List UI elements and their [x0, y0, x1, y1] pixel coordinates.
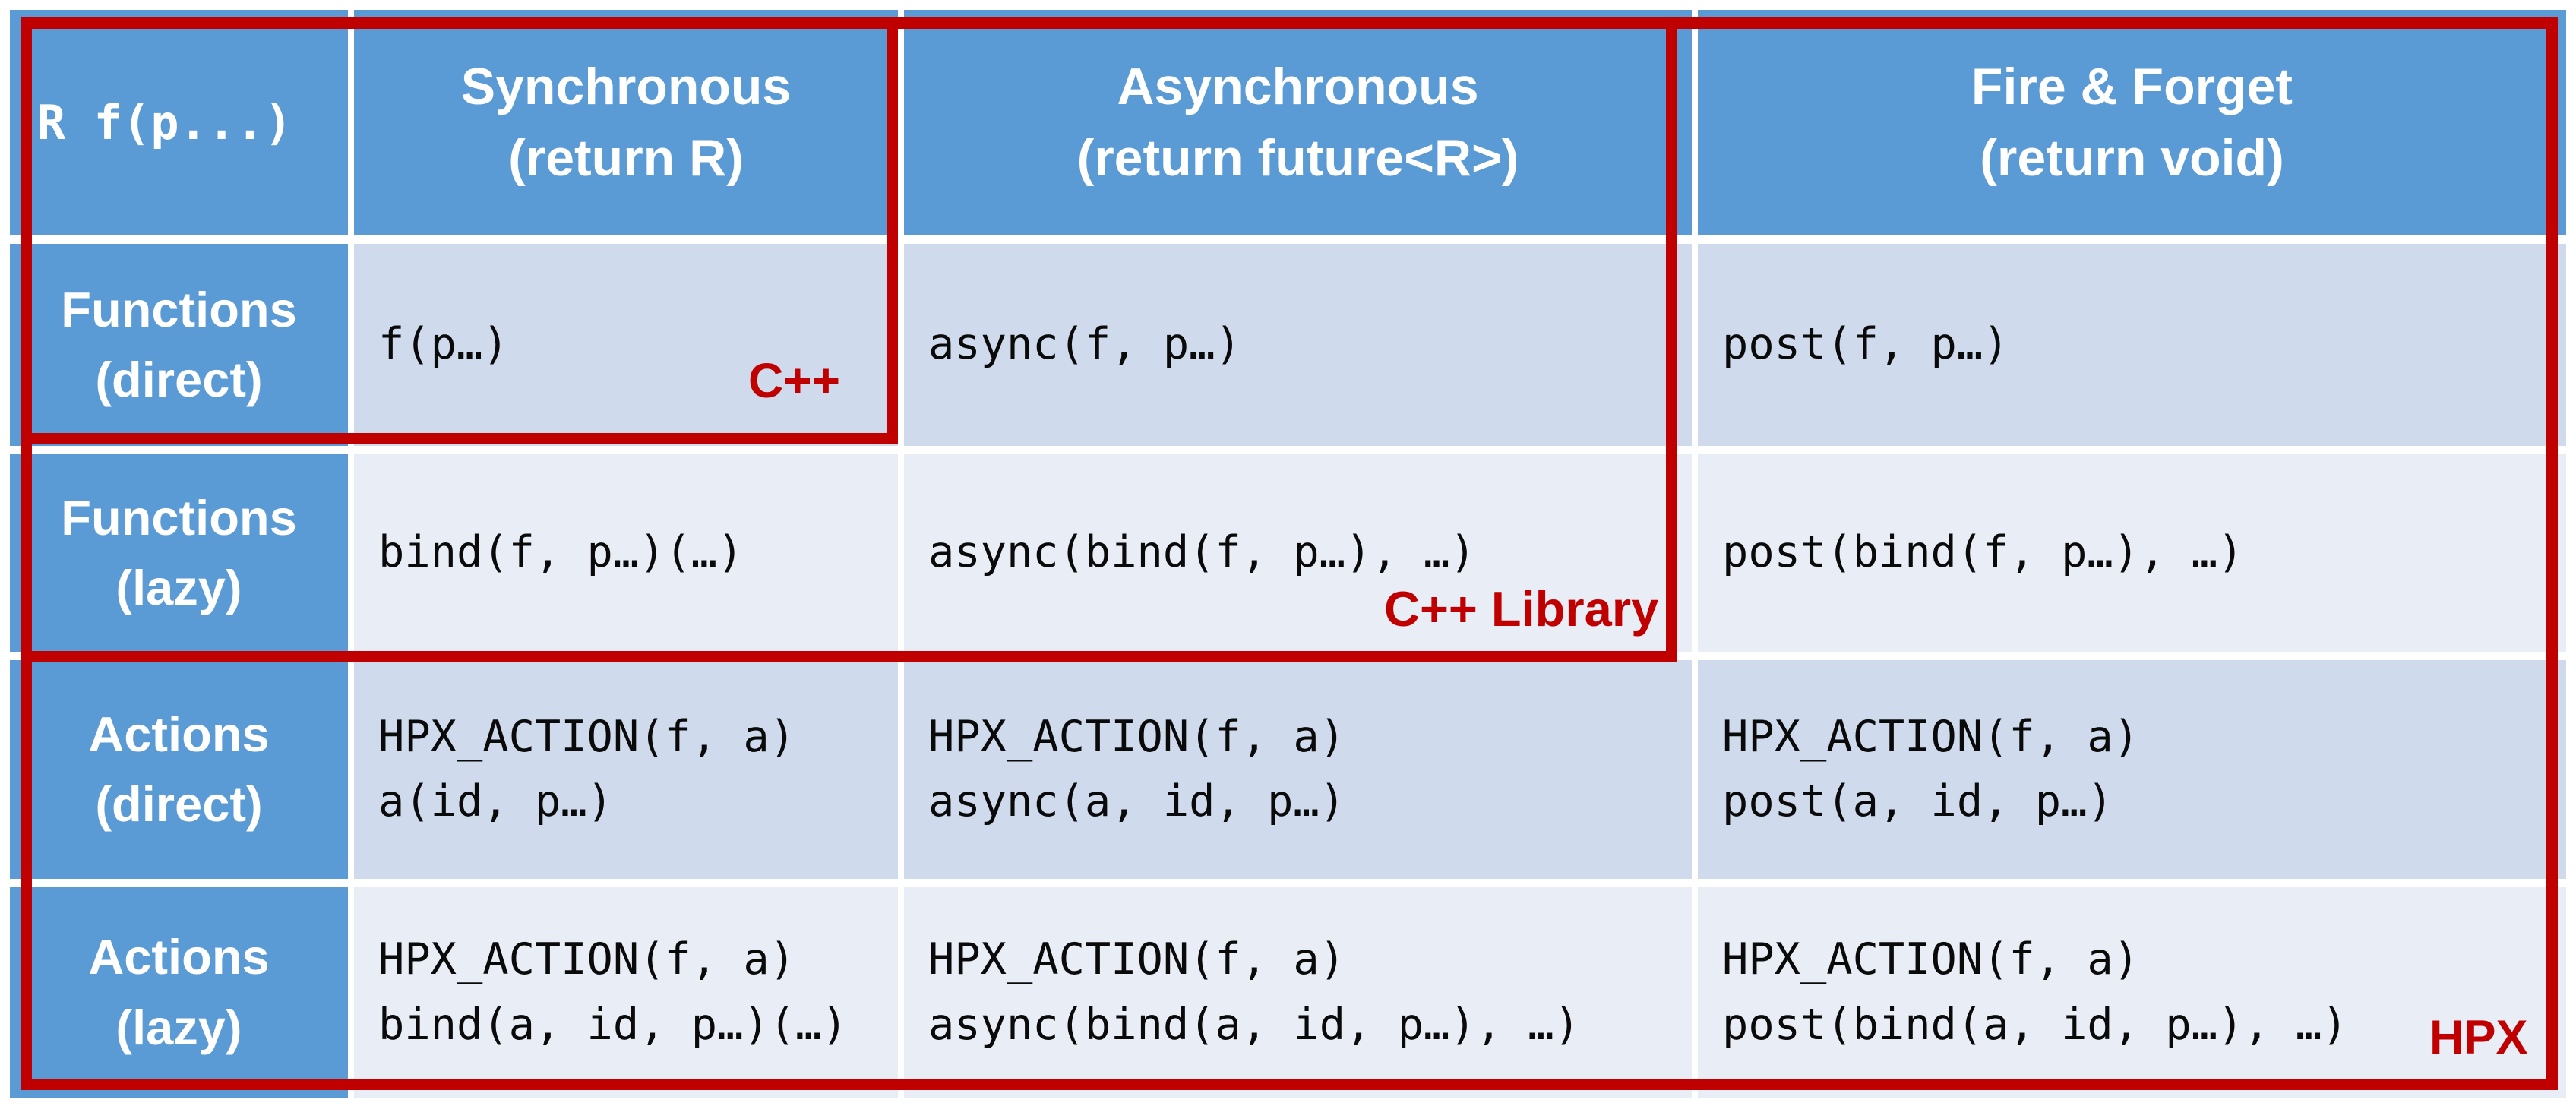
code-line: HPX_ACTION(f, a)	[928, 711, 1346, 762]
code-line: bind(f, p…)(…)	[378, 527, 744, 578]
row-label-line2: (lazy)	[115, 999, 242, 1055]
code-line: HPX_ACTION(f, a)	[928, 934, 1346, 984]
cell-functions-direct-asynchronous: async(f, p…)	[904, 244, 1692, 446]
column-header-title: Asynchronous	[1117, 58, 1479, 116]
row-label-line2: (direct)	[95, 352, 263, 407]
code-line: HPX_ACTION(f, a)	[1722, 711, 2140, 762]
code-line: HPX_ACTION(f, a)	[378, 711, 796, 762]
row-label-line1: Actions	[88, 929, 270, 985]
code-line: async(a, id, p…)	[928, 776, 1346, 826]
code-line: post(f, p…)	[1722, 319, 2009, 370]
code-line: HPX_ACTION(f, a)	[1722, 934, 2140, 984]
cell-functions-direct-fire-and-forget: post(f, p…)	[1698, 244, 2566, 446]
column-header-fire-and-forget: Fire & Forget (return void)	[1698, 10, 2566, 235]
cell-actions-lazy-fire-and-forget: HPX_ACTION(f, a) post(bind(a, id, p…), ……	[1698, 887, 2566, 1098]
column-header-title: Fire & Forget	[1971, 58, 2293, 116]
cell-actions-lazy-synchronous: HPX_ACTION(f, a) bind(a, id, p…)(…)	[354, 887, 898, 1098]
code-line: async(f, p…)	[928, 319, 1241, 370]
cell-actions-direct-asynchronous: HPX_ACTION(f, a) async(a, id, p…)	[904, 660, 1692, 879]
cell-functions-direct-synchronous: f(p…)	[354, 244, 898, 446]
code-line: f(p…)	[378, 319, 509, 370]
column-header-synchronous: Synchronous (return R)	[354, 10, 898, 235]
row-label-line1: Functions	[61, 489, 297, 545]
code-line: async(bind(f, p…), …)	[928, 527, 1476, 578]
row-label-actions-lazy: Actions (lazy)	[10, 887, 348, 1098]
row-label-line2: (lazy)	[115, 560, 242, 615]
code-line: HPX_ACTION(f, a)	[378, 934, 796, 984]
table-corner-header: R f(p...)	[10, 10, 348, 235]
column-header-subtitle: (return void)	[1980, 128, 2284, 187]
column-header-asynchronous: Asynchronous (return future<R>)	[904, 10, 1692, 235]
cell-actions-lazy-asynchronous: HPX_ACTION(f, a) async(bind(a, id, p…), …	[904, 887, 1692, 1098]
code-line: post(bind(a, id, p…), …)	[1722, 999, 2348, 1050]
column-header-subtitle: (return R)	[508, 128, 744, 187]
row-label-functions-direct: Functions (direct)	[10, 244, 348, 446]
cell-functions-lazy-fire-and-forget: post(bind(f, p…), …)	[1698, 454, 2566, 652]
code-line: bind(a, id, p…)(…)	[378, 999, 848, 1050]
corner-header-text: R f(p...)	[37, 95, 292, 150]
row-label-line1: Functions	[61, 281, 297, 337]
api-overview-table: R f(p...) Synchronous (return R) Asynchr…	[10, 10, 2566, 1098]
row-label-line1: Actions	[88, 706, 270, 762]
code-line: post(a, id, p…)	[1722, 776, 2113, 826]
row-label-actions-direct: Actions (direct)	[10, 660, 348, 879]
cell-actions-direct-fire-and-forget: HPX_ACTION(f, a) post(a, id, p…)	[1698, 660, 2566, 879]
code-line: async(bind(a, id, p…), …)	[928, 999, 1580, 1050]
row-label-line2: (direct)	[95, 776, 263, 832]
row-label-functions-lazy: Functions (lazy)	[10, 454, 348, 652]
code-line: post(bind(f, p…), …)	[1722, 527, 2244, 578]
column-header-title: Synchronous	[460, 58, 792, 116]
code-line: a(id, p…)	[378, 776, 613, 826]
cell-functions-lazy-synchronous: bind(f, p…)(…)	[354, 454, 898, 652]
cell-actions-direct-synchronous: HPX_ACTION(f, a) a(id, p…)	[354, 660, 898, 879]
column-header-subtitle: (return future<R>)	[1076, 128, 1519, 187]
cell-functions-lazy-asynchronous: async(bind(f, p…), …)	[904, 454, 1692, 652]
